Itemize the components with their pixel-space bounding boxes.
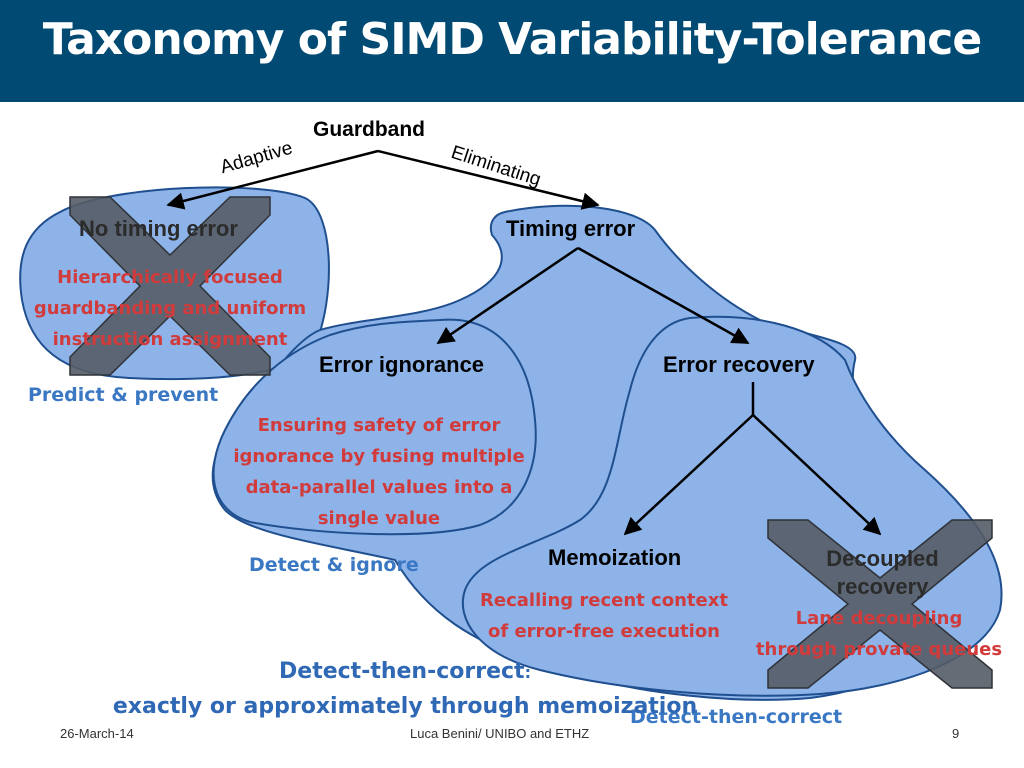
edge-to-error-recovery [577,246,750,345]
cross-no-timing-error [69,196,271,376]
desc-line: single value [317,508,441,529]
desc-line: Hierarchically focused [57,267,283,288]
error-ignorance-description: Ensuring safety of error ignorance by fu… [220,410,538,534]
node-guardband: Guardband [313,118,426,141]
footer-date: 26-March-14 [60,726,134,741]
summary-colon: : [524,663,531,682]
desc-line: Ensuring safety of error [257,415,501,436]
node-timing-error: Timing error [506,216,636,241]
footer-page-number: 9 [952,726,960,741]
edge-to-memoization [623,414,754,536]
node-memoization: Memoization [548,545,682,570]
memoization-description: Recalling recent context of error-free e… [468,585,740,647]
no-timing-error-description: Hierarchically focused guardbanding and … [20,262,320,355]
desc-line: Recalling recent context [480,590,728,611]
edge-adaptive [166,149,379,210]
node-decoupled-recovery: Decoupled recovery [800,545,965,601]
edge-eliminating [377,149,600,210]
error-ignorance-blob [212,318,537,536]
node-line: recovery [836,574,929,599]
node-no-timing-error: No timing error [79,216,238,241]
desc-line: data-parallel values into a [245,477,513,498]
footer-author: Luca Benini/ UNIBO and ETHZ [410,726,590,741]
node-error-ignorance: Error ignorance [319,352,485,377]
predict-prevent-label: Predict & prevent [28,384,219,406]
node-line: Decoupled [826,546,939,571]
node-error-recovery: Error recovery [663,352,815,377]
desc-line: guardbanding and uniform [33,298,307,319]
title-bar [0,0,1024,102]
detect-then-correct-label: Detect-then-correct [630,706,843,728]
edge-to-decoupled [752,414,882,536]
slide-title: Taxonomy of SIMD Variability-Tolerance [42,14,982,65]
desc-line: Lane decoupling [795,608,963,629]
decoupled-description: Lane decoupling through provate queues [750,603,1008,665]
desc-line: instruction assignment [52,329,288,350]
desc-line: through provate queues [755,639,1003,660]
summary-line-1: Detect-then-correct: [60,655,750,690]
summary-text: Detect-then-correct: exactly or approxim… [60,655,750,724]
tree-edges [166,149,882,536]
summary-heading: Detect-then-correct [279,659,525,684]
desc-line: of error-free execution [488,621,720,642]
summary-line-2: exactly or approximately through memoiza… [112,694,698,719]
desc-line: ignorance by fusing multiple [233,446,525,467]
detect-ignore-label: Detect & ignore [249,554,419,576]
cross-decoupled-recovery [767,519,993,689]
edge-to-error-ignorance [436,246,579,345]
